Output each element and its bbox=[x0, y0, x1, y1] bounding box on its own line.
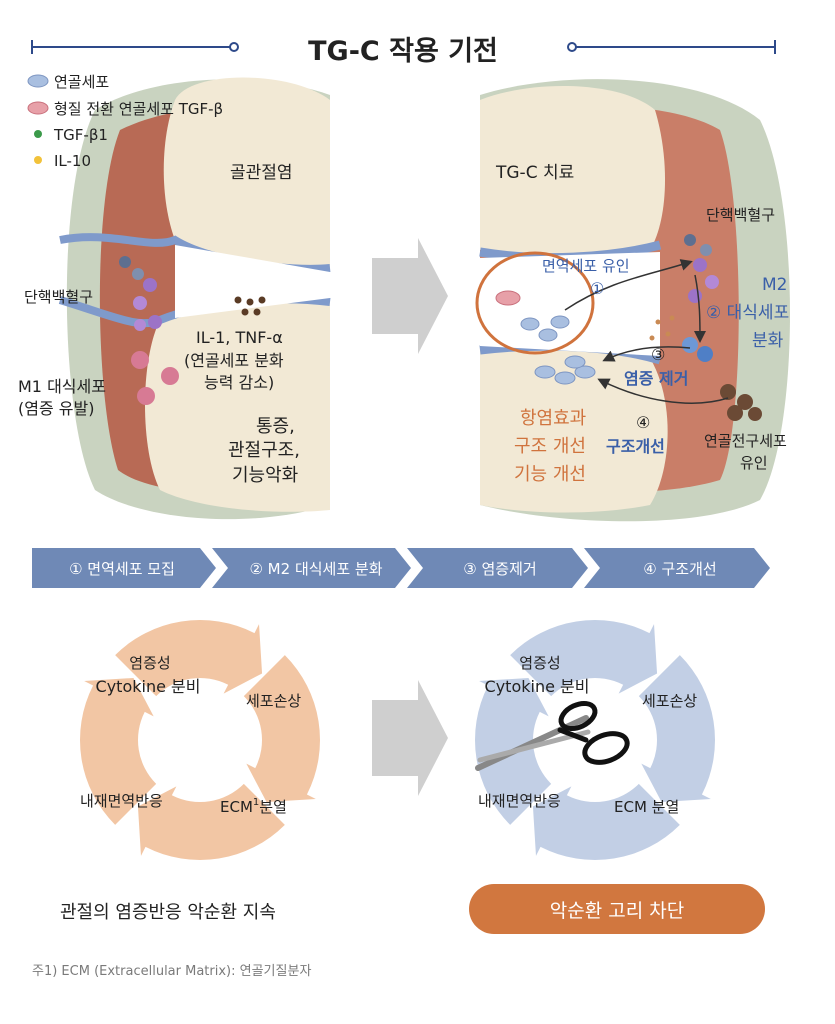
cycle-label: Cytokine 분비 bbox=[485, 677, 590, 696]
title-decoration bbox=[31, 40, 776, 54]
cycle-label: ECM 분열 bbox=[614, 798, 679, 816]
legend-label: TGF-β1 bbox=[53, 126, 108, 144]
outcome-label: 통증, bbox=[256, 416, 295, 437]
cycle-label: 세포손상 bbox=[246, 692, 301, 710]
m2-label: M2 bbox=[762, 275, 787, 295]
cytokine-label: (연골세포 분화 bbox=[184, 351, 284, 370]
cycle-label: 세포손상 bbox=[642, 692, 697, 710]
step-bar: ① 면역세포 모집 ② M2 대식세포 분화 ③ 염증제거 ④ 구조개선 bbox=[32, 548, 770, 588]
cycle-arrow-segment bbox=[510, 620, 658, 697]
structure-improvement-label: 구조개선 bbox=[606, 437, 665, 456]
step-label: ② M2 대식세포 분화 bbox=[249, 560, 382, 578]
step-chevron bbox=[584, 548, 770, 588]
m2-label: ② 대식세포 bbox=[706, 303, 789, 323]
cycle-arrow-segment bbox=[137, 783, 285, 861]
cycle-label: 내재면역반응 bbox=[478, 792, 561, 810]
left-caption: 관절의 염증반응 악순환 지속 bbox=[60, 902, 276, 923]
m2-label: 분화 bbox=[752, 331, 784, 351]
cycle-arrow-segment bbox=[243, 655, 321, 803]
page-title: TG-C 작용 기전 bbox=[308, 36, 498, 67]
step-number: ④ bbox=[636, 413, 650, 432]
cycle-arrow-segment bbox=[79, 677, 157, 825]
right-joint-illustration bbox=[475, 79, 790, 522]
effect-label: 기능 개선 bbox=[514, 464, 586, 485]
il10-dot-icon bbox=[34, 156, 42, 164]
cycle-arrow-segment bbox=[115, 620, 263, 697]
cycle-arrow-segment bbox=[638, 655, 715, 803]
scissors-icon bbox=[475, 700, 630, 771]
legend-label: 연골세포 bbox=[54, 73, 109, 91]
cycle-label: 염증성 bbox=[519, 654, 560, 672]
left-heading: 골관절염 bbox=[230, 163, 293, 183]
right-monocyte-label: 단핵백혈구 bbox=[706, 206, 775, 224]
m1-macrophage-label: (염증 유발) bbox=[18, 399, 94, 418]
cytokine-label: IL-1, TNF-α bbox=[196, 328, 283, 347]
cycle-arrow-segment bbox=[532, 783, 680, 860]
step-label: ④ 구조개선 bbox=[643, 560, 716, 578]
step-chevron bbox=[407, 548, 588, 588]
inflammation-removal-label: 염증 제거 bbox=[624, 369, 688, 388]
step-label: ① 면역세포 모집 bbox=[69, 560, 175, 578]
right-caption: 악순환 고리 차단 bbox=[550, 900, 684, 922]
legend-label: 형질 전환 연골세포 TGF-β bbox=[54, 100, 223, 118]
right-cycle bbox=[475, 620, 715, 860]
right-heading: TG-C 치료 bbox=[495, 163, 574, 183]
outcome-label: 관절구조, bbox=[228, 440, 300, 461]
immune-cell-recruit-label: 면역세포 유인 bbox=[542, 257, 630, 275]
block-cycle-badge bbox=[469, 884, 765, 934]
cycle-label: 내재면역반응 bbox=[80, 792, 163, 810]
progenitor-label: 연골전구세포 bbox=[704, 432, 787, 450]
step-chevron bbox=[32, 548, 216, 588]
step-label: ③ 염증제거 bbox=[463, 560, 536, 578]
cycle-label: Cytokine 분비 bbox=[96, 677, 201, 696]
step-chevron bbox=[212, 548, 411, 588]
transition-arrow-icon bbox=[372, 680, 448, 796]
left-cycle bbox=[79, 620, 321, 861]
outcome-label: 기능악화 bbox=[232, 465, 298, 486]
transformed-chondrocyte-icon bbox=[27, 101, 49, 115]
footnote: 주1) ECM (Extracellular Matrix): 연골기질분자 bbox=[32, 964, 311, 979]
transition-arrow-icon bbox=[372, 238, 448, 354]
tgf-beta1-dot-icon bbox=[34, 130, 42, 138]
left-monocyte-label: 단핵백혈구 bbox=[24, 288, 93, 306]
step-number: ③ bbox=[651, 345, 665, 364]
m1-macrophage-label: M1 대식세포 bbox=[18, 377, 106, 396]
effect-label: 항염효과 bbox=[520, 408, 586, 429]
chondrocyte-icon bbox=[27, 74, 49, 88]
step-number: ① bbox=[590, 279, 604, 298]
legend: 연골세포 형질 전환 연골세포 TGF-β TGF-β1 IL-10 bbox=[27, 73, 223, 170]
cycle-label: ECM1분열 bbox=[220, 797, 287, 816]
legend-label: IL-10 bbox=[54, 152, 91, 170]
progenitor-label: 유인 bbox=[740, 454, 768, 472]
cycle-label: 염증성 bbox=[129, 654, 170, 672]
left-joint-illustration bbox=[58, 77, 331, 520]
effect-label: 구조 개선 bbox=[514, 436, 586, 457]
cytokine-label: 능력 감소) bbox=[204, 373, 274, 392]
